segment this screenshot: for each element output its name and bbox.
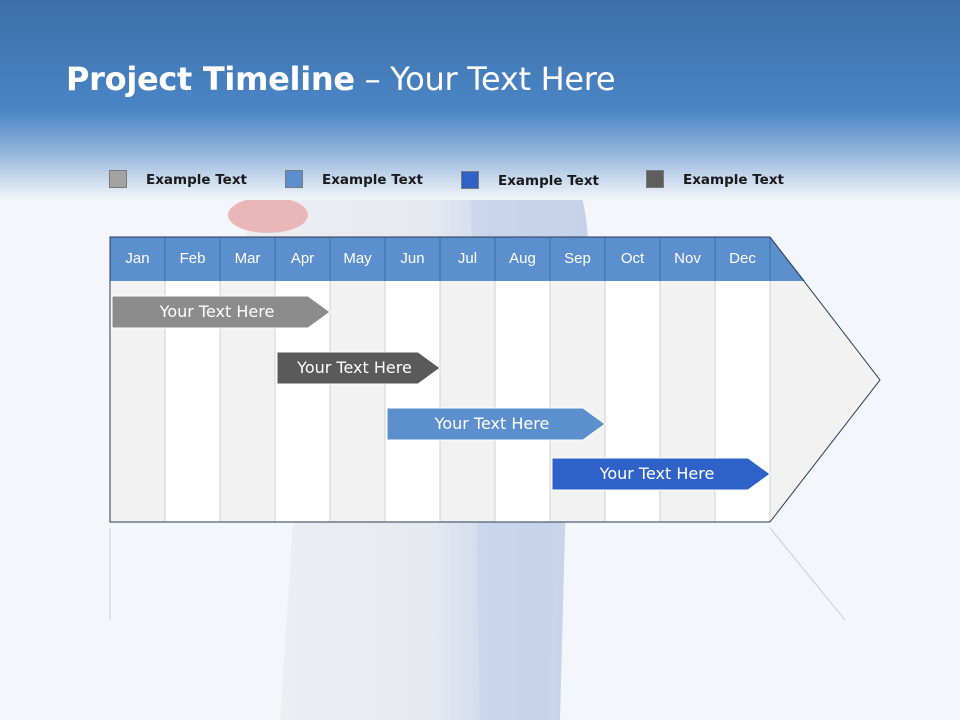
legend-label: Example Text (322, 172, 423, 188)
task-arrow (551, 457, 771, 491)
month-label-aug: Aug (509, 250, 536, 267)
title-rest: – Your Text Here (354, 60, 616, 98)
month-label-oct: Oct (620, 250, 645, 267)
month-label-dec: Dec (729, 250, 756, 267)
month-label-jun: Jun (400, 250, 425, 267)
page-title: Project Timeline – Your Text Here (66, 60, 616, 98)
month-label-apr: Apr (290, 250, 315, 267)
legend-swatch (461, 171, 479, 189)
month-label-mar: Mar (234, 250, 261, 267)
month-label-feb: Feb (179, 250, 206, 267)
task-label: Your Text Here (159, 302, 275, 321)
month-label-may: May (343, 250, 372, 267)
timeline-outline (109, 236, 881, 523)
legend-swatch (646, 170, 664, 188)
month-label-sep: Sep (564, 250, 591, 267)
task-label: Your Text Here (434, 414, 550, 433)
title-bold: Project Timeline (66, 60, 355, 98)
legend-label: Example Text (683, 172, 784, 188)
month-label-jul: Jul (457, 250, 478, 267)
legend-label: Example Text (498, 173, 599, 189)
month-column (330, 281, 385, 522)
legend-label: Example Text (146, 172, 247, 188)
timeline-reflection (109, 527, 846, 621)
legend-swatch (109, 170, 127, 188)
task-arrow (386, 407, 606, 441)
month-column (440, 281, 495, 522)
legend-swatch (285, 170, 303, 188)
task-arrow (111, 295, 331, 329)
arrowhead-area (770, 281, 880, 522)
month-label-nov: Nov (674, 250, 701, 267)
task-label: Your Text Here (599, 464, 715, 483)
task-label: Your Text Here (297, 358, 412, 377)
month-label-jan: Jan (125, 250, 150, 267)
task-arrow (276, 351, 441, 385)
month-header-band (110, 237, 805, 281)
